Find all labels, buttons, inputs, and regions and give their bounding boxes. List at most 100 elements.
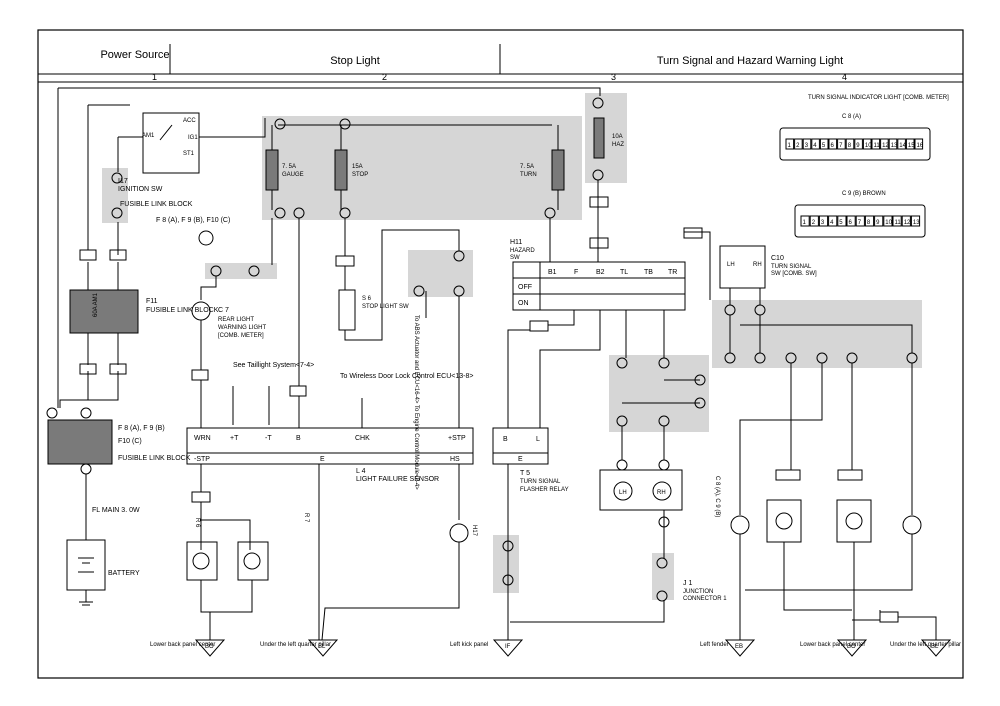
column-2: 2 bbox=[382, 72, 387, 82]
stop-light-switch bbox=[338, 289, 356, 331]
connector-pin bbox=[828, 138, 838, 150]
svg-text:RH: RH bbox=[753, 262, 762, 268]
connector-pin bbox=[811, 138, 820, 150]
connector-pin bbox=[880, 138, 889, 150]
svg-text:To Wireless Door Lock Control: To Wireless Door Lock Control ECU<13-8> bbox=[340, 373, 473, 380]
turn-signal-flasher-relay bbox=[492, 427, 549, 465]
svg-text:L 4: L 4 bbox=[356, 468, 366, 475]
connector-pin-label: 7 bbox=[858, 220, 862, 226]
svg-text:R 7: R 7 bbox=[303, 513, 309, 523]
connector-pin bbox=[837, 215, 847, 227]
connector-pin bbox=[794, 138, 803, 150]
front-turn-light-rh bbox=[902, 515, 922, 535]
connector-pin bbox=[897, 138, 906, 150]
alt-fusible-link bbox=[47, 419, 113, 465]
front-turn-light-lh bbox=[730, 515, 750, 535]
svg-text:HS: HS bbox=[450, 456, 460, 463]
ignition-sw-name: IGNITION SW bbox=[118, 186, 163, 193]
svg-text:ON: ON bbox=[518, 300, 529, 307]
connector-pin bbox=[800, 215, 810, 227]
column-1: 1 bbox=[152, 72, 157, 82]
svg-text:-T: -T bbox=[265, 435, 272, 442]
connector-pin-label: 2 bbox=[812, 220, 816, 226]
svg-text:ST1: ST1 bbox=[183, 151, 195, 157]
svg-text:REAR LIGHT: REAR LIGHT bbox=[218, 317, 254, 323]
svg-text:IG1: IG1 bbox=[188, 135, 198, 141]
connector-pin bbox=[910, 215, 921, 227]
svg-text:BO: BO bbox=[847, 644, 856, 650]
connector-pin-label: 9 bbox=[876, 220, 880, 226]
connector-pin bbox=[845, 138, 855, 150]
ignition-sw-id: I17 bbox=[118, 178, 128, 185]
svg-text:[COMB. METER]: [COMB. METER] bbox=[218, 333, 264, 339]
connector-pin bbox=[892, 215, 902, 227]
connector-pin-label: 5 bbox=[822, 143, 826, 149]
connector-pin-label: 4 bbox=[830, 220, 834, 226]
connector-pin bbox=[819, 138, 829, 150]
svg-text:B: B bbox=[503, 436, 508, 443]
connector-pin-label: 4 bbox=[813, 143, 817, 149]
turn-signal-indicator-light bbox=[599, 469, 683, 511]
svg-text:F: F bbox=[574, 269, 578, 276]
svg-text:TURN SIGNAL: TURN SIGNAL bbox=[771, 264, 812, 270]
svg-text:J 1: J 1 bbox=[683, 580, 692, 587]
c8-connector bbox=[779, 127, 931, 161]
abs-note: To ABS Actuator and ECU<16-4> To Engine … bbox=[413, 315, 419, 490]
svg-text:STOP: STOP bbox=[352, 172, 368, 178]
svg-text:LH: LH bbox=[727, 262, 735, 268]
connector-pin-label: 3 bbox=[805, 143, 809, 149]
fuse-block-shade bbox=[262, 116, 582, 220]
svg-text:+STP: +STP bbox=[448, 435, 466, 442]
svg-text:C 8 (A): C 8 (A) bbox=[842, 114, 861, 120]
svg-text:B2: B2 bbox=[596, 269, 605, 276]
connector-pin-label: 6 bbox=[831, 143, 835, 149]
svg-text:WRN: WRN bbox=[194, 435, 211, 442]
svg-text:T 5: T 5 bbox=[520, 470, 530, 477]
stop-light-rh bbox=[237, 541, 269, 581]
light-failure-sensor bbox=[186, 427, 474, 465]
connector-pin bbox=[874, 215, 884, 227]
svg-text:-STP: -STP bbox=[194, 456, 210, 463]
svg-text:SW: SW bbox=[510, 255, 520, 261]
connector-pin-label: 10 bbox=[865, 143, 872, 149]
rear-turn-light-rh bbox=[836, 499, 872, 543]
outer-frame bbox=[37, 29, 964, 679]
connector-pin-label: 9 bbox=[856, 143, 860, 149]
svg-text:B1: B1 bbox=[548, 269, 557, 276]
svg-text:JUNCTION: JUNCTION bbox=[683, 589, 713, 595]
fl-main-label: FL MAIN 3. 0W bbox=[92, 507, 140, 514]
svg-text:BO: BO bbox=[205, 644, 214, 650]
connector-pin bbox=[809, 215, 819, 227]
svg-text:BL: BL bbox=[931, 644, 939, 650]
column-4: 4 bbox=[842, 72, 847, 82]
svg-text:GAUGE: GAUGE bbox=[282, 172, 304, 178]
battery-box bbox=[66, 539, 106, 591]
svg-text:E: E bbox=[320, 456, 325, 463]
connector-pin-label: 12 bbox=[904, 220, 911, 226]
connector-pin bbox=[828, 215, 838, 227]
svg-text:STOP LIGHT SW: STOP LIGHT SW bbox=[362, 304, 409, 310]
svg-text:15A: 15A bbox=[352, 164, 363, 170]
svg-text:TB: TB bbox=[644, 269, 653, 276]
connector-pin-label: 11 bbox=[874, 143, 881, 149]
connector-pin bbox=[854, 138, 863, 150]
f11-id: F11 bbox=[146, 298, 158, 305]
connector-pin bbox=[818, 215, 829, 227]
svg-text:Left fender: Left fender bbox=[700, 642, 729, 648]
ground-bo-1 bbox=[194, 639, 226, 657]
svg-text:7. 5A: 7. 5A bbox=[520, 164, 534, 170]
connector-pin bbox=[855, 215, 865, 227]
joint-s-shade bbox=[205, 263, 277, 279]
svg-text:LIGHT FAILURE SENSOR: LIGHT FAILURE SENSOR bbox=[356, 476, 439, 483]
haz-fuse bbox=[593, 117, 605, 159]
turn-signal-header: Turn Signal and Hazard Warning Light bbox=[656, 55, 844, 67]
j1-shade bbox=[652, 553, 674, 600]
svg-text:F10 (C): F10 (C) bbox=[118, 438, 142, 445]
connector-pin-label: 13 bbox=[913, 220, 920, 226]
svg-text:WARNING LIGHT: WARNING LIGHT bbox=[218, 325, 266, 331]
connector-pin-label: 12 bbox=[882, 143, 889, 149]
fusible-link-label: FUSIBLE LINK BLOCK bbox=[120, 201, 193, 208]
ground-bo-2 bbox=[836, 639, 868, 657]
